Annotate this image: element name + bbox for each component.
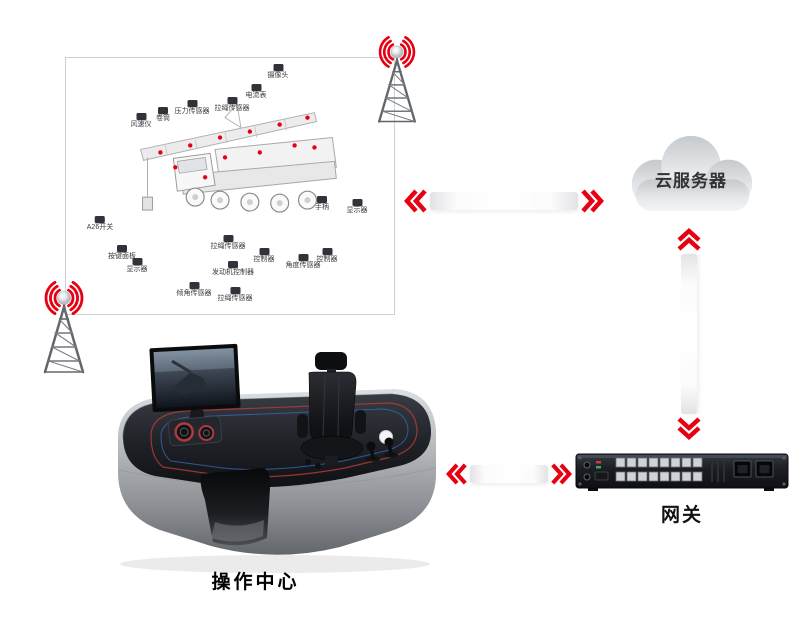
gateway-label: 网关 — [660, 505, 703, 526]
sensor-label: 风速仪 — [130, 121, 152, 128]
sensor-chip-icon — [259, 248, 269, 255]
sensor-label: 电流表 — [245, 92, 267, 99]
sensor-label: 显示器 — [346, 207, 368, 214]
sensor-chip-icon — [117, 245, 127, 252]
ethernet-ports-icon — [733, 460, 774, 478]
sensor-label: 卷筒 — [156, 115, 170, 122]
gateway-rack-icon — [575, 453, 789, 491]
cloud-server-label: 云服务器 — [655, 171, 727, 191]
console-label: 操作中心 — [211, 572, 300, 593]
console-gauge-panel — [167, 415, 223, 447]
console-seat — [297, 352, 366, 465]
sensor-label: 控制器 — [316, 256, 338, 263]
sensor-item: 卷筒 — [156, 107, 170, 123]
link-bar — [470, 465, 548, 483]
link-crane-cloud — [404, 187, 604, 215]
sensor-label: 发动机控制器 — [212, 269, 254, 276]
cloud-server-node: 云服务器 — [612, 130, 770, 225]
sensor-label: 摄像头 — [267, 72, 289, 79]
sensor-chip-icon — [317, 196, 327, 203]
sensor-item: 拉绳传感器 — [218, 287, 253, 303]
crane-truck-illustration — [139, 102, 337, 213]
sensor-item: 手柄 — [315, 196, 329, 212]
sensor-item: 显示器 — [347, 199, 368, 215]
sensor-chip-icon — [352, 199, 362, 206]
sensor-label: 控制器 — [253, 256, 275, 263]
sensor-chip-icon — [223, 235, 233, 242]
sensor-chip-icon — [230, 287, 240, 294]
chevrons-up-icon — [677, 228, 701, 251]
sensor-item: 拉绳传感器 — [211, 235, 246, 251]
sensor-item: 按键面板 — [108, 245, 136, 261]
chevrons-left-icon — [446, 463, 467, 485]
chevrons-right-icon — [551, 463, 572, 485]
sensor-item: 风速仪 — [131, 113, 152, 129]
sensor-label: 按键面板 — [108, 253, 136, 260]
wifi-waves-icon — [44, 281, 84, 315]
sensor-label: 倾角传感器 — [176, 290, 212, 297]
sensor-item: A26开关 — [87, 216, 113, 232]
sensor-label: A26开关 — [86, 224, 114, 231]
sensor-item: 电流表 — [246, 84, 267, 100]
cloud-icon — [631, 135, 753, 211]
sensor-chip-icon — [132, 258, 142, 265]
sensor-item: 控制器 — [254, 248, 275, 264]
console-monitor — [149, 343, 241, 432]
sensor-label: 拉绳传感器 — [210, 243, 246, 250]
sensor-item: 拉绳传感器 — [215, 97, 250, 113]
link-bar — [430, 192, 578, 210]
chevrons-right-icon — [581, 189, 604, 213]
link-console-gateway — [446, 460, 572, 488]
sensor-chip-icon — [136, 113, 146, 120]
link-cloud-gateway — [674, 228, 704, 440]
sensor-label: 显示器 — [126, 266, 148, 273]
sensor-chip-icon — [187, 100, 197, 107]
sensor-item: 倾角传感器 — [177, 282, 212, 298]
sensor-label: 压力传感器 — [174, 108, 210, 115]
sensor-label: 拉绳传感器 — [217, 295, 253, 302]
sensor-item: 角度传感器 — [286, 254, 321, 270]
sensor-chip-icon — [228, 261, 238, 268]
sensor-chip-icon — [251, 84, 261, 91]
chevrons-left-icon — [404, 189, 427, 213]
sensor-chip-icon — [273, 64, 283, 71]
radio-tower-icon — [43, 281, 85, 374]
sensor-label: 角度传感器 — [285, 262, 321, 269]
sensor-chip-icon — [189, 282, 199, 289]
wifi-waves-icon — [378, 36, 416, 68]
sensor-chip-icon — [322, 248, 332, 255]
sensor-item: 摄像头 — [268, 64, 289, 80]
sensor-item: 发动机控制器 — [212, 261, 254, 277]
sensor-chip-icon — [158, 107, 168, 114]
radio-tower-icon — [377, 36, 417, 123]
link-bar — [681, 254, 697, 414]
operator-console-illustration — [117, 343, 437, 573]
chevrons-down-icon — [677, 417, 701, 440]
sensor-chip-icon — [227, 97, 237, 104]
sensor-item: 控制器 — [317, 248, 338, 264]
sensor-point-dots — [158, 115, 317, 180]
sensor-item: 显示器 — [127, 258, 148, 274]
console-joysticks — [305, 437, 398, 469]
sensor-chip-icon — [298, 254, 308, 261]
sensor-item: 压力传感器 — [175, 100, 210, 116]
sensor-label: 拉绳传感器 — [214, 105, 250, 112]
sensor-label: 手柄 — [315, 204, 329, 211]
sensor-chip-icon — [95, 216, 105, 223]
